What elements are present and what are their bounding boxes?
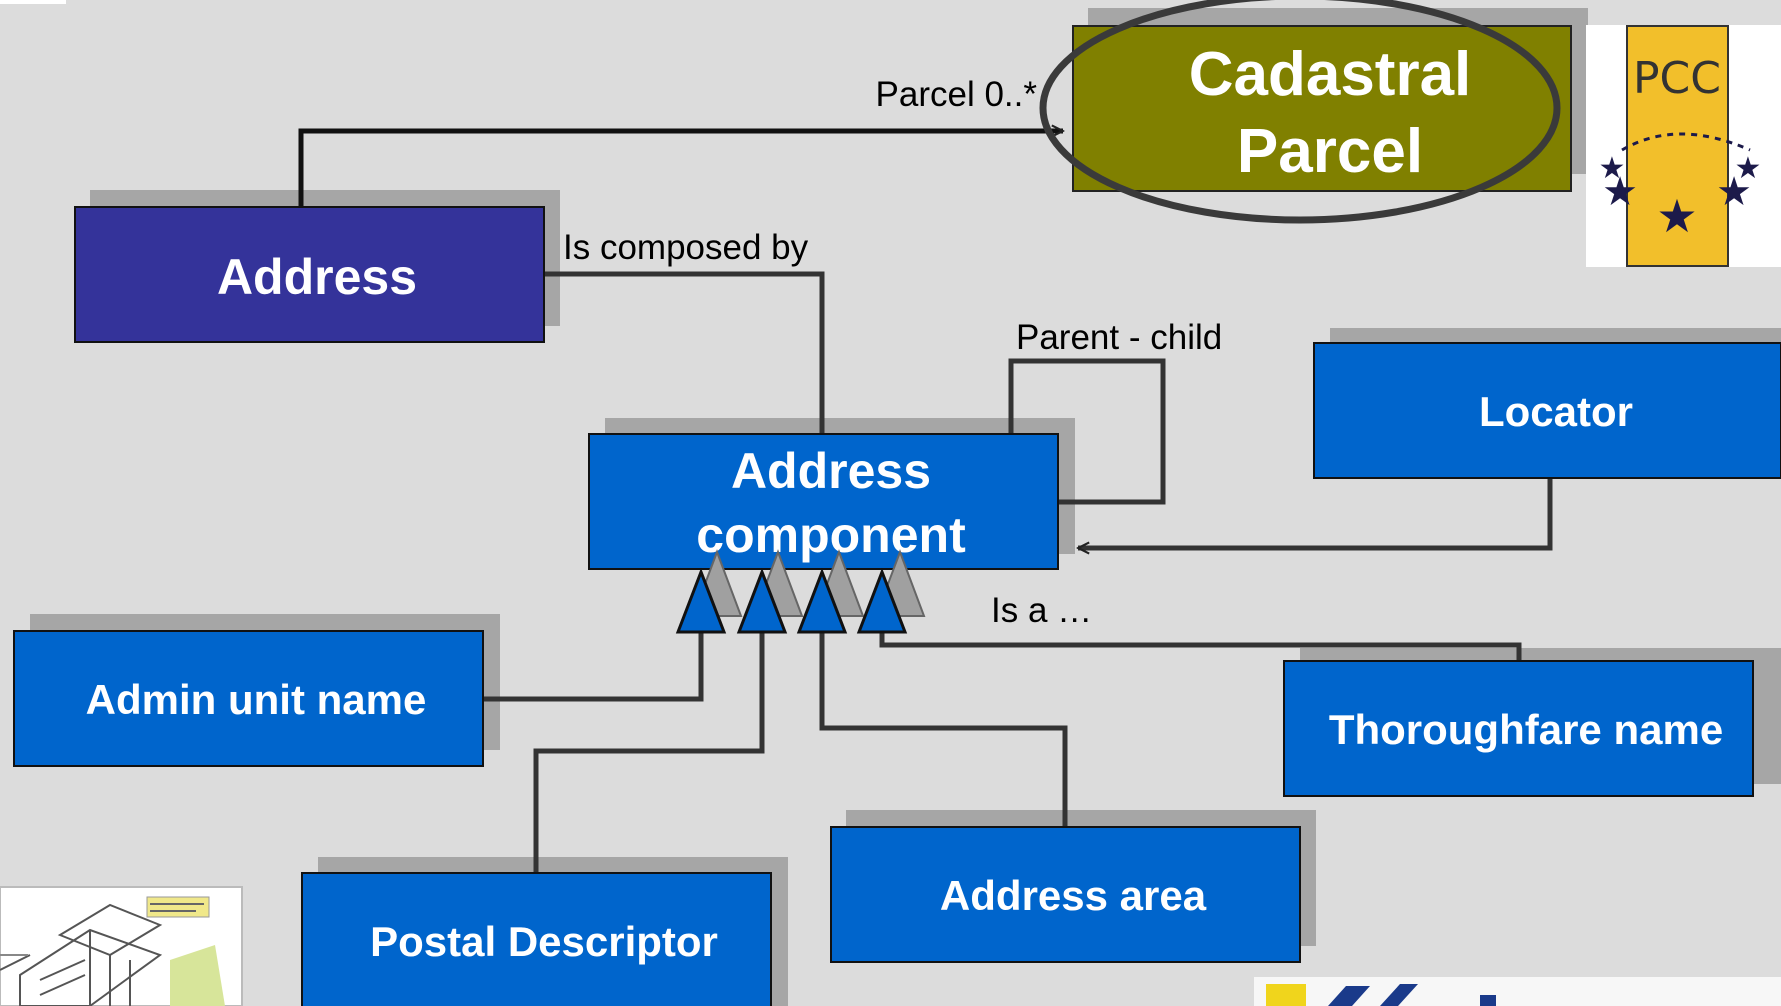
star-icon: ★ [1716,170,1752,214]
thoroughfare-name-node: Thoroughfare name [1283,660,1754,797]
address-node: Address [74,206,545,343]
locator-association-line [1078,478,1553,548]
generalization-triangle [675,567,727,634]
pcc-logo-text: PCC [1633,53,1721,104]
generalization-triangles [675,567,908,634]
admin-unit-generalization-line [483,632,704,702]
postal-descriptor-label: Postal Descriptor [370,918,718,965]
area-generalization-line [819,632,1068,826]
locator-node: Locator [1313,342,1781,479]
parent-child-label: Parent - child [1016,318,1222,357]
star-icon: ★ [1735,152,1762,185]
address-component-label-line2: component [696,507,966,563]
cadastral-parcel-label-line2: Parcel [1237,117,1423,186]
address-label: Address [217,249,417,305]
admin-unit-name-label: Admin unit name [86,676,427,723]
is-composed-by-label: Is composed by [563,228,809,267]
thoroughfare-name-label: Thoroughfare name [1329,706,1723,753]
composition-line [543,271,825,433]
address-area-node: Address area [830,826,1301,963]
admin-unit-name-node: Admin unit name [13,630,484,767]
cadastral-parcel-node: Cadastral Parcel [1072,25,1572,192]
building-sketch-thumbnail [0,886,243,1006]
star-icon: ★ [1599,152,1626,185]
address-component-label-line1: Address [731,443,931,499]
bottom-right-logo-fragment [1254,977,1781,1006]
address-area-label: Address area [940,872,1207,919]
star-icon: ★ [1602,170,1638,214]
pcc-logo: PCC ★ ★ ★ ★ ★ [1586,25,1781,267]
parcel-association-line [298,131,1063,211]
parcel-multiplicity-label: Parcel 0..* [876,75,1038,114]
star-icon: ★ [1656,190,1697,242]
highlight-ellipse [1039,0,1561,224]
is-a-label: Is a … [991,591,1092,630]
postal-generalization-line [533,632,765,872]
thoroughfare-generalization-line [879,632,1522,661]
parent-child-loop [1008,358,1166,505]
postal-descriptor-node: Postal Descriptor [301,872,772,1006]
address-component-node: Address component [588,433,1059,570]
corner-fragment [0,0,66,4]
generalization-triangle [856,567,908,634]
connectors [298,131,1553,872]
cadastral-parcel-label-line1: Cadastral [1189,40,1472,109]
generalization-triangle [796,567,848,634]
locator-label: Locator [1479,388,1633,435]
generalization-triangle [736,567,788,634]
